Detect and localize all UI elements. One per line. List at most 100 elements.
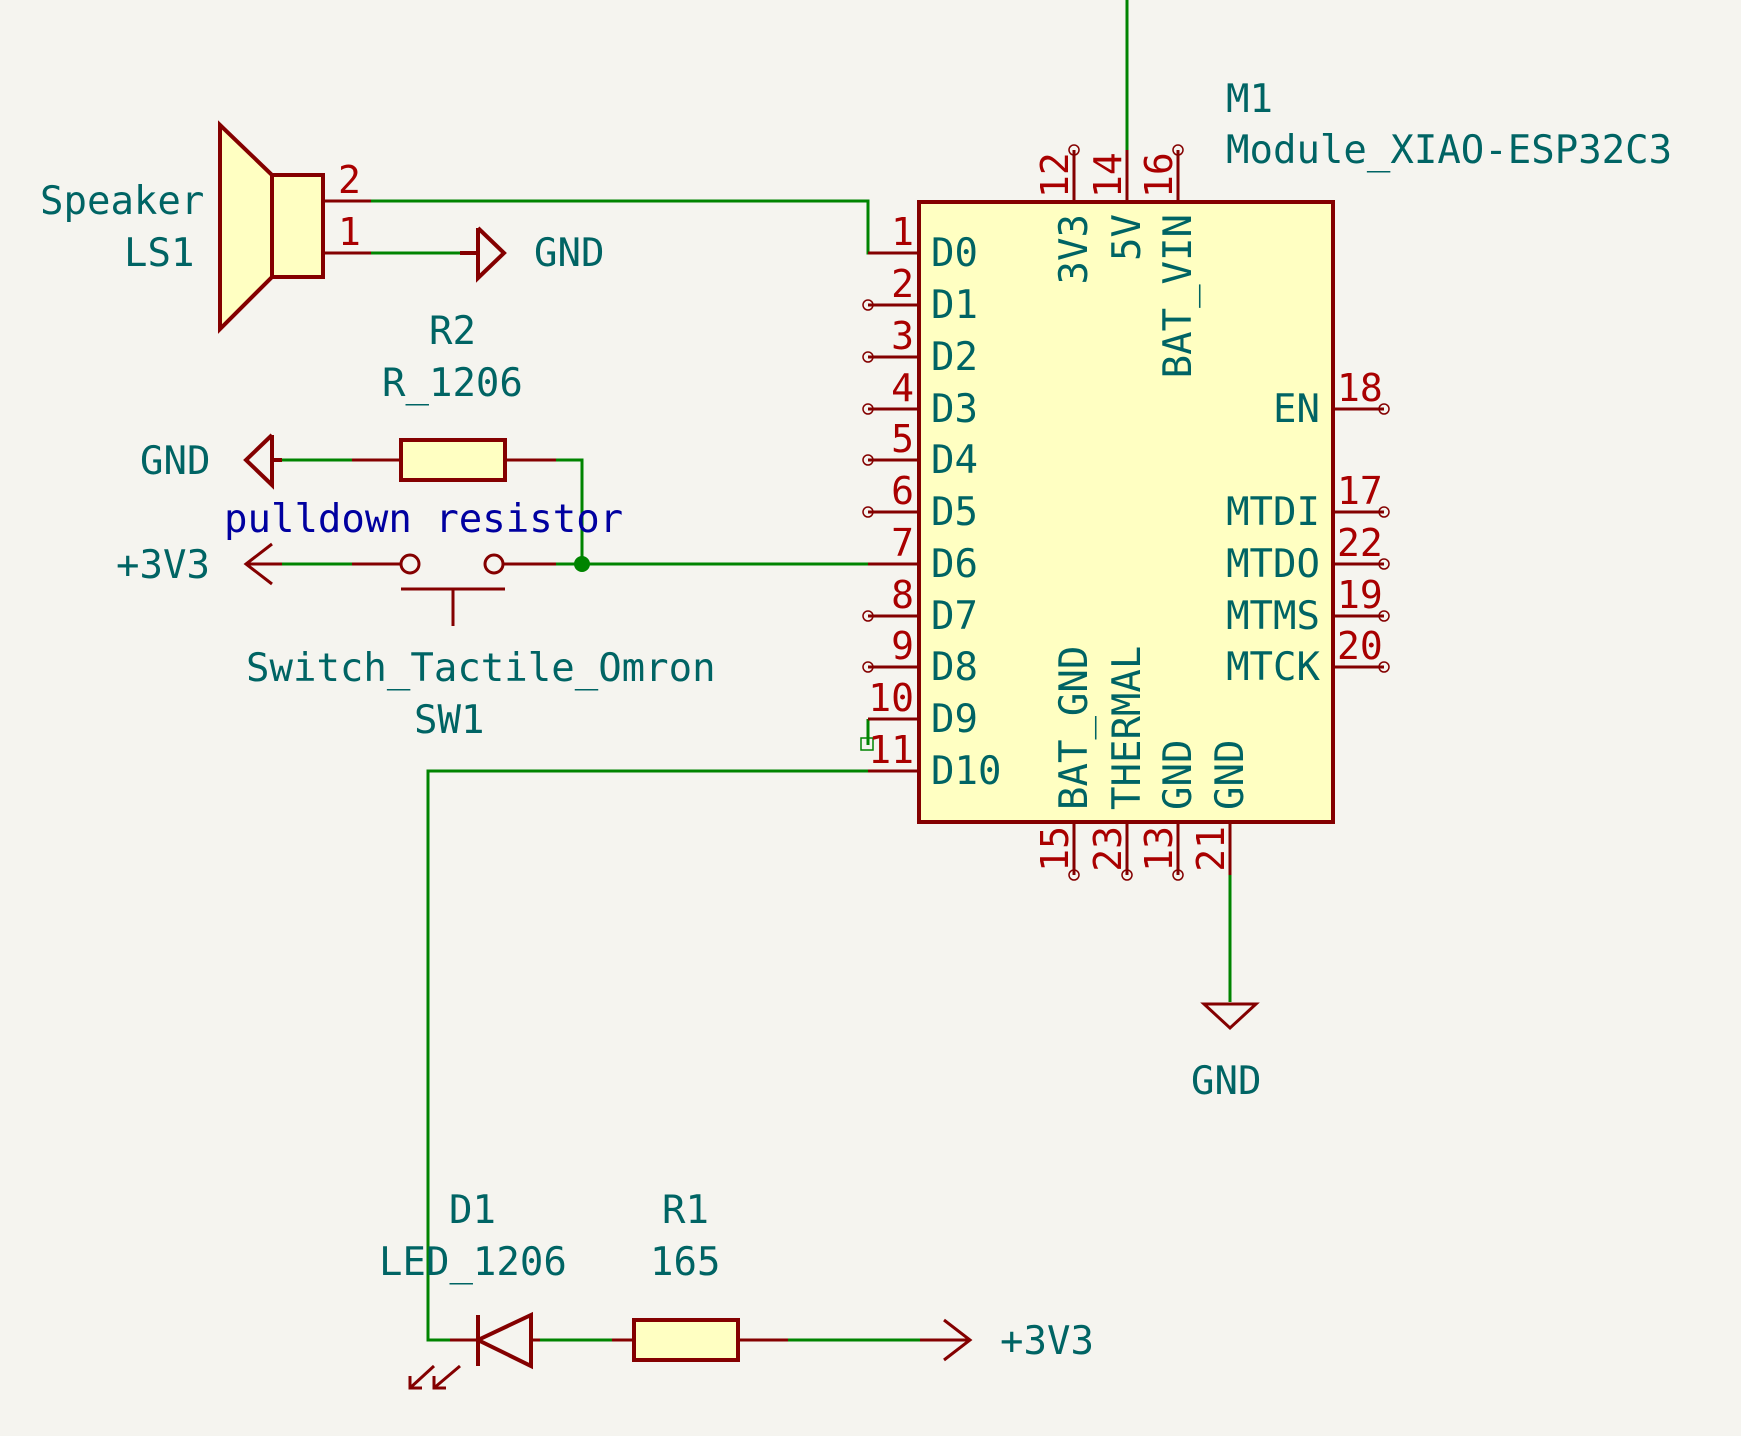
module-pin-d10[interactable]: 11 D10 — [868, 728, 1001, 794]
sw1-value: Switch_Tactile_Omron — [246, 646, 716, 691]
module-pin-d2[interactable]: 3 D2 — [862, 314, 978, 380]
pin-name: BAT_GND — [1052, 646, 1097, 810]
pin-name: D8 — [931, 645, 978, 690]
pin-end-marker — [862, 299, 874, 311]
gnd-symbol-icon — [476, 226, 507, 283]
resistor-r1[interactable]: R1 165 — [612, 1188, 788, 1362]
r2-value: R_1206 — [382, 361, 523, 406]
module-pin-d7[interactable]: 8 D7 — [862, 573, 978, 639]
pin-name: D0 — [931, 231, 978, 276]
pin-name: D5 — [931, 490, 978, 535]
r1-reference: R1 — [662, 1188, 709, 1233]
power-3v3-r1[interactable]: +3V3 — [920, 1318, 1094, 1364]
pin-end-marker — [862, 403, 874, 415]
resistor-r2[interactable]: R2 R_1206 — [352, 309, 556, 482]
unconnected-marker — [860, 737, 874, 751]
pin-end-marker — [1068, 144, 1080, 156]
d1-reference: D1 — [449, 1188, 496, 1233]
light-emission-arrows-icon — [408, 1364, 461, 1390]
module-value: Module_XIAO-ESP32C3 — [1226, 128, 1672, 173]
pin-name: D7 — [931, 594, 978, 639]
module-pin-d3[interactable]: 4 D3 — [862, 366, 978, 432]
pin-end-marker — [1378, 610, 1390, 622]
pin-name: D10 — [931, 749, 1001, 794]
pin-name: D1 — [931, 283, 978, 328]
pin-name: 5V — [1105, 214, 1150, 261]
pin-name: BAT_VIN — [1156, 214, 1201, 378]
r2-body — [399, 438, 507, 482]
power-label-switch: +3V3 — [116, 543, 210, 588]
module-pin-d6[interactable]: 7 D6 — [868, 521, 978, 587]
pin-number: 17 — [1337, 469, 1383, 513]
gnd-symbol-r2[interactable]: GND — [140, 433, 282, 490]
pin-number: 19 — [1337, 573, 1383, 617]
power-3v3-switch[interactable]: +3V3 — [116, 542, 282, 588]
pin-number: 13 — [1137, 826, 1181, 872]
pin-end-marker — [862, 610, 874, 622]
switch-sw1[interactable]: Switch_Tactile_Omron SW1 — [246, 553, 716, 743]
pin-name: D2 — [931, 335, 978, 380]
r2-reference: R2 — [429, 309, 476, 354]
pin-number: 15 — [1033, 826, 1077, 872]
wire-speaker-to-d0[interactable] — [371, 199, 876, 255]
pin-name: D3 — [931, 387, 978, 432]
speaker-ls1[interactable]: Speaker LS1 2 1 — [40, 120, 371, 334]
module-pin-d8[interactable]: 9 D8 — [862, 624, 978, 690]
gnd-symbol-module[interactable]: GND — [1191, 1002, 1261, 1104]
pin-number: 9 — [891, 624, 914, 668]
pin-end-marker — [1068, 869, 1080, 881]
d1-anode-triangle — [473, 1311, 533, 1370]
wire-r2-to-d6[interactable] — [556, 458, 584, 564]
pin-number: 11 — [868, 728, 914, 772]
gnd-symbol-speaker[interactable]: GND — [460, 226, 604, 283]
pin-number: 14 — [1086, 152, 1130, 198]
module-reference: M1 — [1226, 77, 1273, 122]
module-pin-en[interactable]: 18 EN — [1273, 366, 1390, 432]
gnd-label-module: GND — [1191, 1059, 1261, 1104]
pin-end-marker — [1378, 661, 1390, 673]
pin-number: 10 — [868, 676, 914, 720]
pin-number: 7 — [891, 521, 914, 565]
module-body — [917, 200, 1335, 824]
pin-number: 18 — [1337, 366, 1383, 410]
pin-number: 4 — [891, 366, 914, 410]
led-d1[interactable]: D1 LED_1206 — [379, 1188, 567, 1390]
pin-name: MTCK — [1226, 645, 1320, 690]
pin-number: 3 — [891, 314, 914, 358]
junction-dot — [574, 556, 590, 572]
pin-number: 8 — [891, 573, 914, 617]
pin-name: D6 — [931, 542, 978, 587]
module-pin-bat-gnd[interactable]: 15 BAT_GND — [1033, 646, 1097, 881]
sw1-contact-right — [483, 553, 505, 575]
pulldown-note: pulldown resistor — [224, 497, 623, 542]
r1-value: 165 — [650, 1240, 720, 1285]
pin-name: THERMAL — [1105, 646, 1150, 810]
r1-body — [632, 1318, 740, 1362]
module-pin-mtck[interactable]: 20 MTCK — [1226, 624, 1390, 690]
pin-end-marker — [1378, 403, 1390, 415]
pin-number: 21 — [1189, 826, 1233, 872]
pin-name: EN — [1273, 387, 1320, 432]
gnd-label-speaker: GND — [534, 231, 604, 276]
pin-name: MTDO — [1226, 542, 1320, 587]
sw1-contact-left — [399, 553, 421, 575]
pin-number: 20 — [1337, 624, 1383, 668]
wire-d10-to-led[interactable] — [426, 769, 876, 1342]
arrow-right-icon — [943, 1318, 973, 1362]
power-label-r1: +3V3 — [1000, 1319, 1094, 1364]
